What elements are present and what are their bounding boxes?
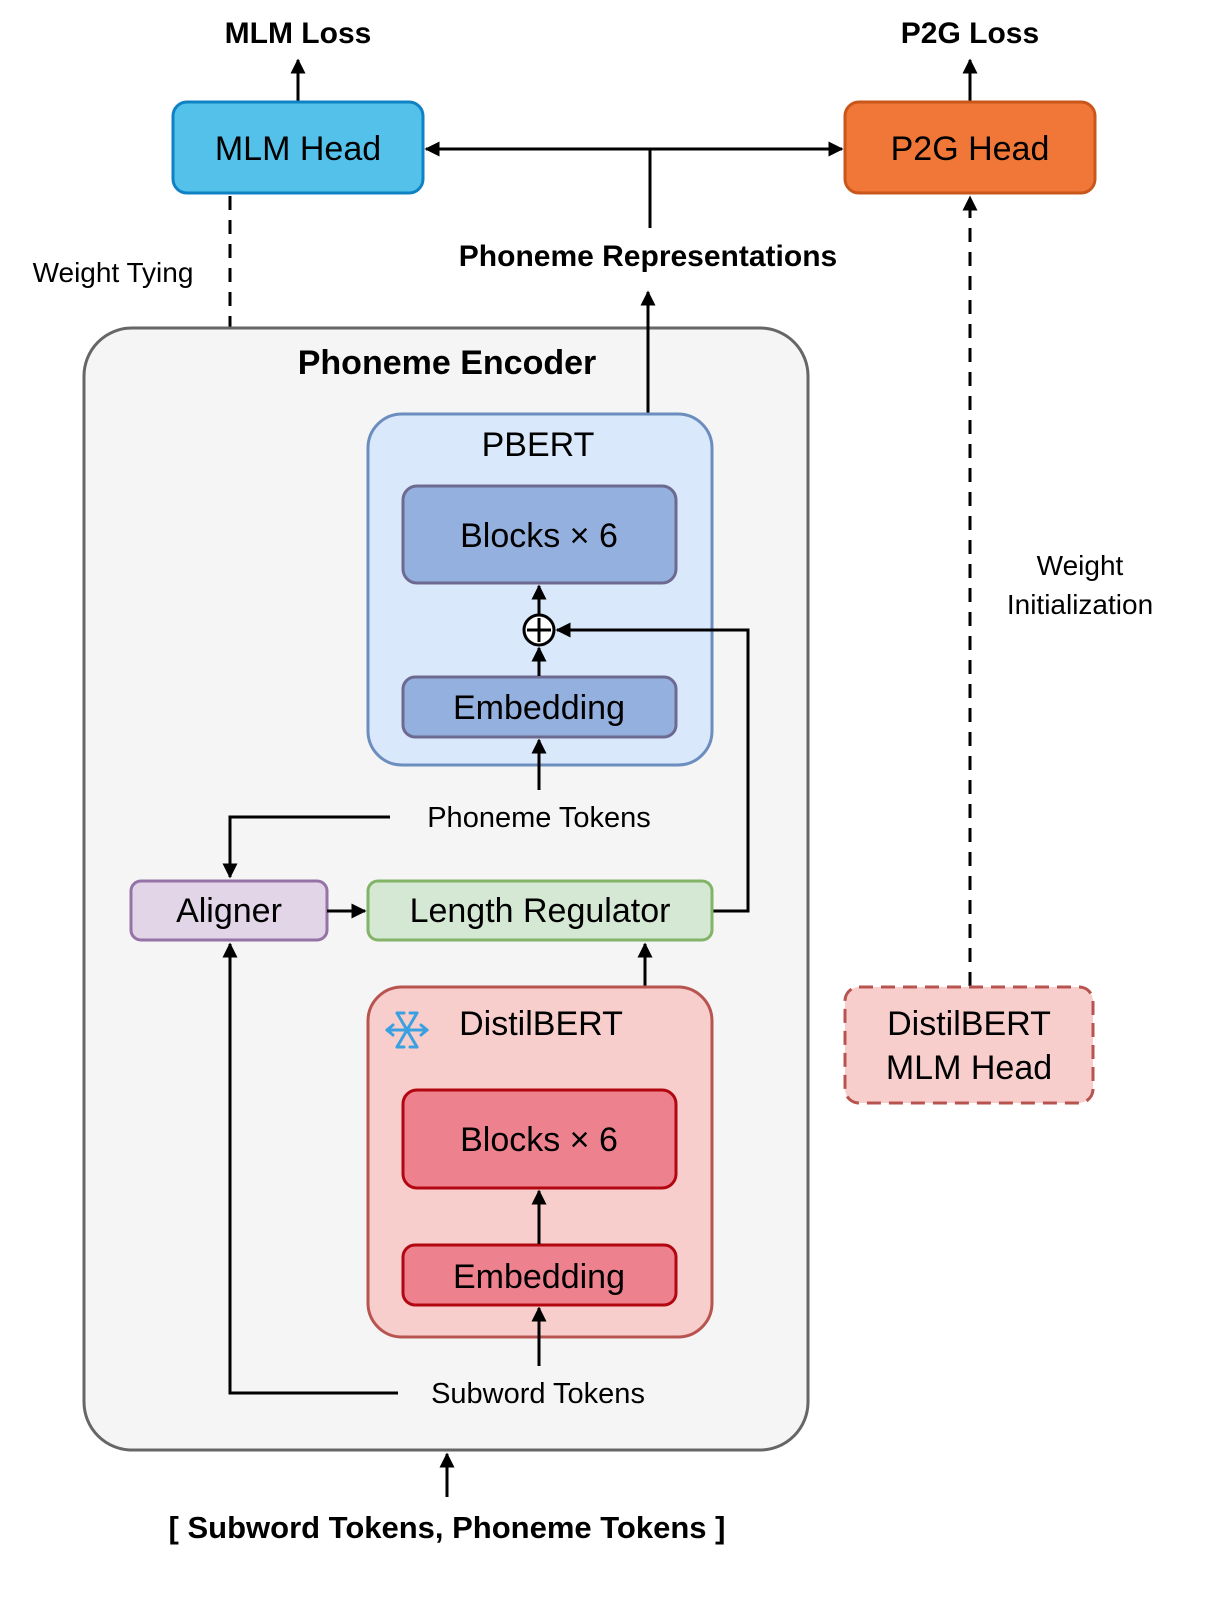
mlm-loss-label: MLM Loss — [225, 17, 372, 50]
pbert-embedding-box — [401, 675, 678, 739]
arrow-phoneme-tokens-to-aligner — [222, 815, 390, 879]
phoneme-representations-label: Phoneme Representations — [459, 240, 837, 273]
distilbert-mlm-head-box — [843, 985, 1095, 1105]
p2g-loss-label: P2G Loss — [901, 17, 1039, 50]
distil-blocks-box — [401, 1088, 678, 1190]
weight-tying-label: Weight Tying — [33, 257, 194, 288]
weight-initialization-label-line2: Initialization — [1007, 589, 1153, 620]
distil-blocks-label: Blocks × 6 — [460, 1121, 618, 1159]
subword-tokens-label: Subword Tokens — [431, 1378, 645, 1410]
weight-initialization-label-line1: Weight — [1037, 550, 1124, 581]
phoneme-encoder-title: Phoneme Encoder — [298, 344, 597, 382]
distil-embedding-label: Embedding — [453, 1258, 625, 1296]
input-label: [ Subword Tokens, Phoneme Tokens ] — [169, 1510, 726, 1545]
aligner-label: Aligner — [176, 892, 282, 930]
arrow-subword-tokens-to-aligner — [222, 942, 398, 1395]
snowflake-icon — [385, 1011, 429, 1049]
distil-embedding-box — [401, 1243, 678, 1307]
arrow-length-regulator-to-add — [555, 622, 750, 913]
mlm-head-label: MLM Head — [215, 130, 381, 168]
distilbert-title: DistilBERT — [459, 1005, 623, 1043]
pbert-title: PBERT — [482, 426, 595, 464]
p2g-head-label: P2G Head — [891, 130, 1050, 168]
pbert-embedding-label: Embedding — [453, 689, 625, 727]
mlm-head-box — [171, 100, 425, 195]
distilbert-mlm-head-label-line2: MLM Head — [886, 1049, 1052, 1087]
pbert-blocks-label: Blocks × 6 — [460, 517, 618, 555]
distilbert-mlm-head-label-line1: DistilBERT — [887, 1005, 1051, 1043]
phoneme-tokens-label: Phoneme Tokens — [427, 802, 651, 834]
length-regulator-box — [366, 879, 714, 942]
pbert-blocks-box — [401, 484, 678, 585]
p2g-head-box — [843, 100, 1097, 195]
length-regulator-label: Length Regulator — [410, 892, 671, 930]
